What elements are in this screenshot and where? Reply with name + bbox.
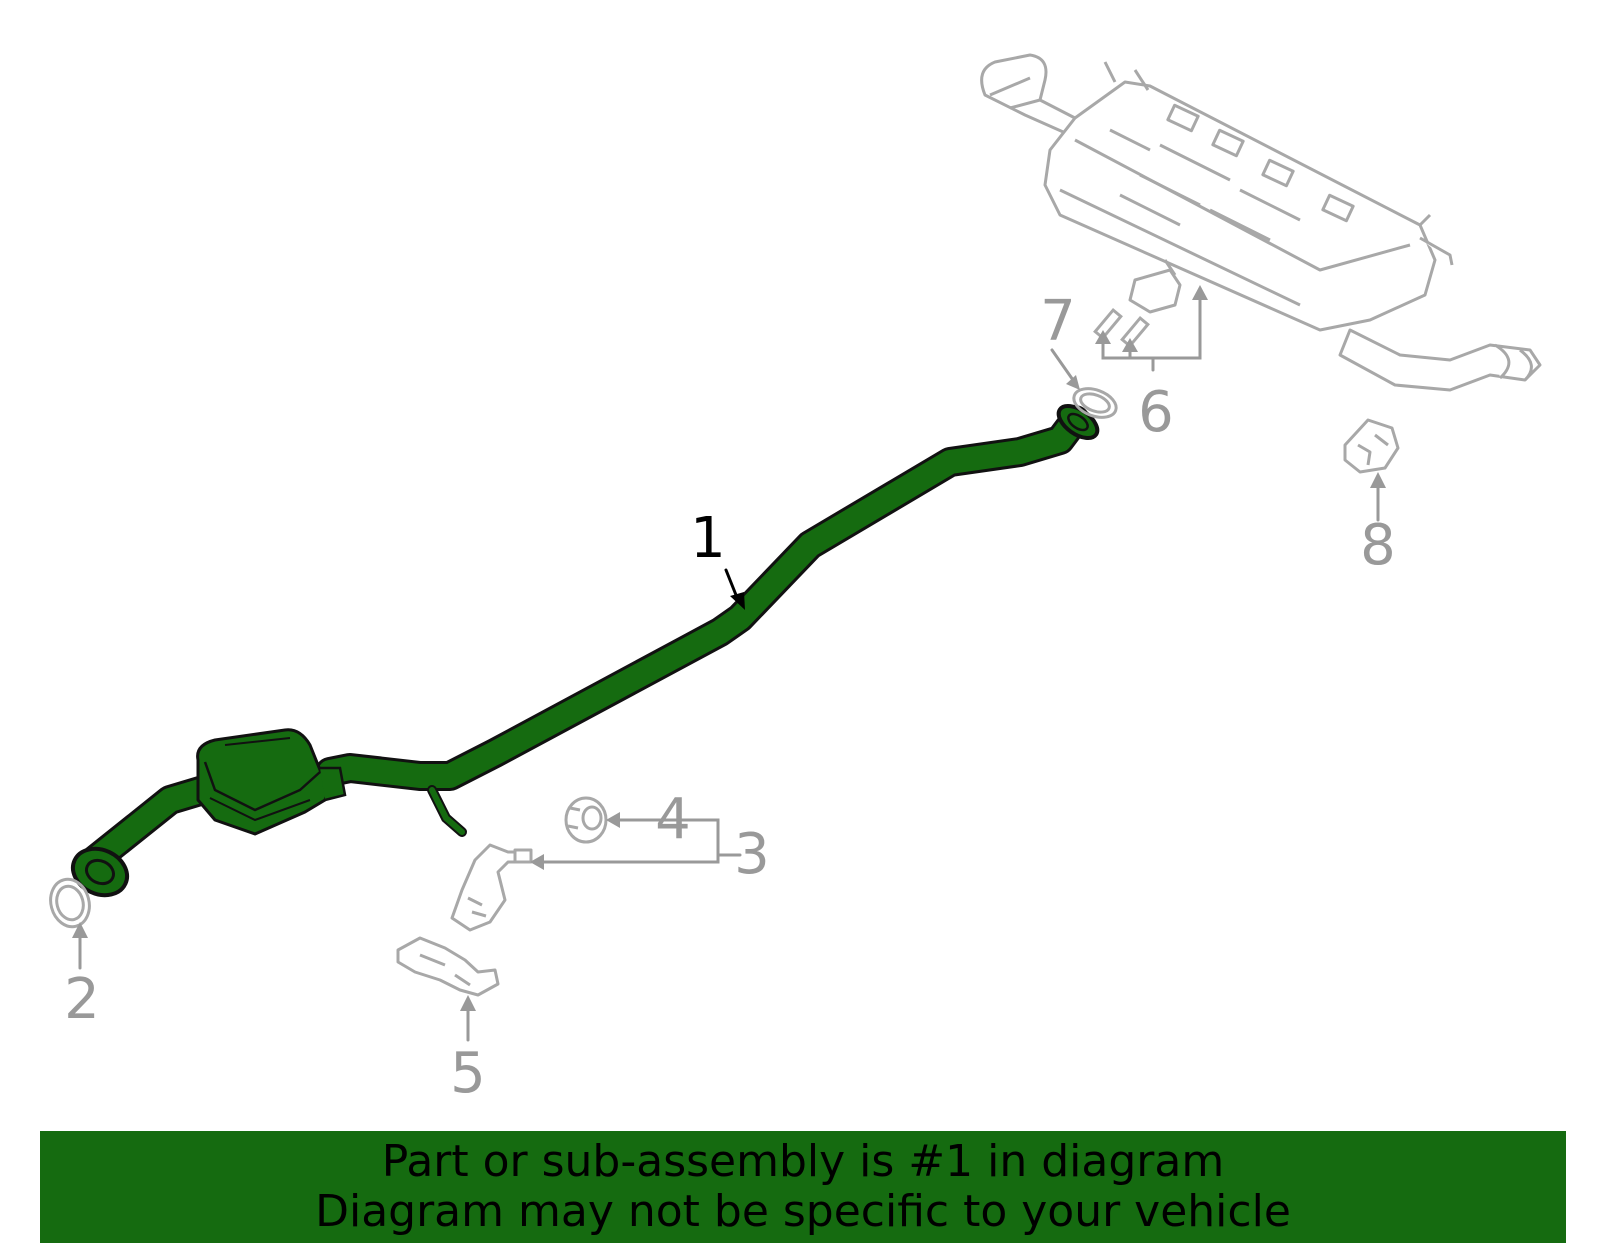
info-banner: Part or sub-assembly is #1 in diagram Di… [40, 1131, 1566, 1243]
callout-5: 5 [450, 1041, 486, 1106]
callout-8: 8 [1360, 513, 1396, 578]
banner-line-1: Part or sub-assembly is #1 in diagram [381, 1136, 1225, 1187]
part-8-hanger[interactable] [1343, 418, 1400, 474]
part-2-gasket[interactable] [45, 875, 94, 931]
part-1-exhaust-pipe[interactable] [65, 400, 1103, 904]
callout-7: 7 [1040, 289, 1076, 354]
muffler-assembly[interactable] [980, 53, 1542, 392]
callout-1: 1 [690, 506, 726, 571]
leader-lines [78, 293, 1380, 1042]
banner-line-2: Diagram may not be specific to your vehi… [315, 1186, 1291, 1237]
callout-6: 6 [1138, 380, 1174, 445]
part-3-bracket-assembly[interactable] [450, 843, 533, 932]
callout-2: 2 [64, 967, 100, 1032]
part-7-gasket[interactable] [1070, 383, 1120, 422]
part-6-studs[interactable] [1093, 307, 1150, 349]
arrowheads [72, 285, 1386, 1011]
part-4-insulator[interactable] [564, 796, 608, 844]
part-5-heat-shield[interactable] [396, 936, 500, 997]
callout-4: 4 [655, 787, 691, 852]
callout-3: 3 [734, 822, 770, 887]
